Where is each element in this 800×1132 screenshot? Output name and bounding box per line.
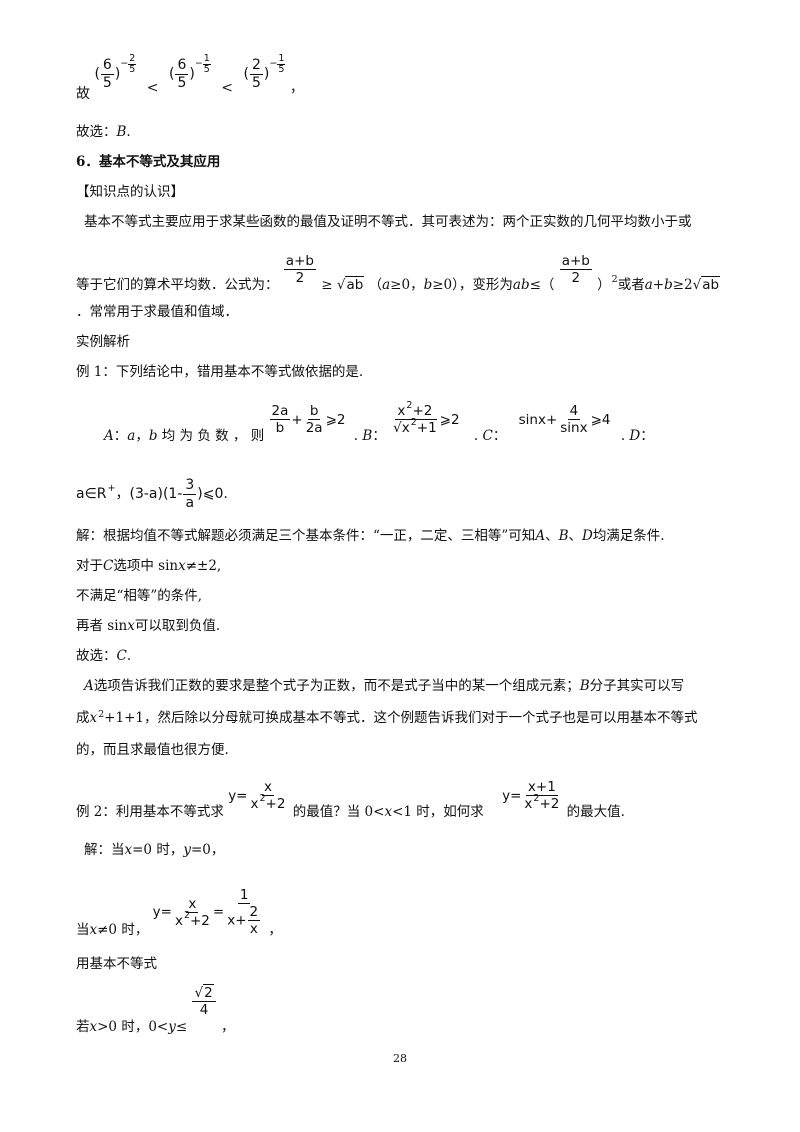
knowledge-heading: 【知识点的认识】 bbox=[76, 184, 184, 200]
example-1-title: 例 1：下列结论中，错用基本不等式做依据的是. bbox=[76, 364, 364, 380]
page-number: 28 bbox=[393, 1052, 407, 1065]
less-than-1: < bbox=[146, 80, 159, 97]
intro-line-1: 基本不等式主要应用于求某些函数的最值及证明不等式．其可表述为：两个正实数的几何平… bbox=[84, 214, 692, 230]
example-1-note-3: 的，而且求最值也很方便. bbox=[76, 742, 229, 758]
example-1-solution-2: 对于C选项中 sinx≠±2, bbox=[76, 558, 222, 574]
example-1-note-2: 成x2+1+1，然后除以分母就可换成基本不等式．这个例题告诉我们对于一个式子也是… bbox=[76, 709, 698, 726]
prefix-text: 故 bbox=[76, 86, 90, 103]
less-than-2: < bbox=[221, 80, 234, 97]
example-1-answer: 故选：C. bbox=[76, 648, 132, 664]
example-1-solution-4: 再者 sinx可以取到负值. bbox=[76, 618, 221, 634]
section-title: 6．基本不等式及其应用 bbox=[76, 154, 221, 170]
example-1-solution-3: 不满足“相等”的条件, bbox=[76, 588, 203, 604]
example-2-solution-1: 解：当x=0 时，y=0， bbox=[84, 842, 225, 858]
sqrt-ab: √ab bbox=[336, 276, 365, 294]
answer-b: 故选：B. bbox=[76, 124, 131, 140]
example-2-solution-3: 用基本不等式 bbox=[76, 956, 157, 972]
example-1-solution-1: 解：根据均值不等式解题必须满足三个基本条件：“一正，二定、三相等”可知A、B、D… bbox=[76, 528, 665, 544]
option-b-formula: x2+2√x2+1⩾2 bbox=[393, 400, 460, 437]
example-1-note-1: A选项告诉我们正数的要求是整个式子为正数，而不是式子当中的某一个组成元素；B分子… bbox=[84, 678, 685, 694]
intro-line-3: ．常常用于求最值和值域． bbox=[76, 304, 238, 320]
comma: ， bbox=[289, 80, 304, 97]
example-heading: 实例解析 bbox=[76, 334, 130, 350]
